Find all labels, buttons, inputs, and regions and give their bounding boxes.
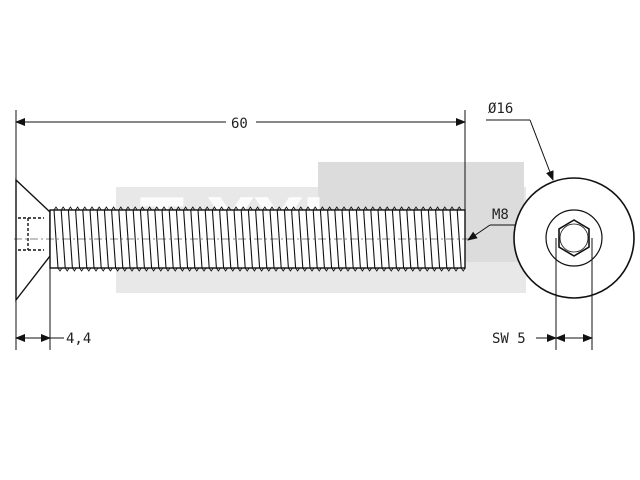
thread-crest: [449, 206, 459, 272]
thread-line: [219, 209, 225, 269]
thread-crest: [284, 206, 293, 272]
dimension-thread: [467, 224, 516, 241]
thread-crest: [60, 206, 70, 272]
thread-crest: [111, 206, 120, 272]
thread-crest: [190, 206, 200, 272]
thread-crest: [262, 206, 272, 272]
head-diameter-label: Ø16: [488, 101, 513, 117]
thread-line: [377, 209, 383, 269]
thread-crest: [420, 206, 430, 272]
thread-crest: [305, 206, 315, 272]
thread-crest: [219, 206, 228, 272]
thread-crest: [320, 206, 329, 272]
thread-crest: [456, 206, 466, 272]
thread-crest: [197, 206, 207, 272]
thread-crest: [392, 206, 401, 272]
thread-crest: [435, 206, 444, 272]
thread-crest: [140, 206, 149, 272]
screw-side-view: [14, 178, 470, 303]
thread-line: [89, 209, 95, 269]
thread-label: M8: [492, 207, 509, 223]
thread-line: [197, 209, 203, 269]
thread-crest: [334, 206, 344, 272]
thread-crest: [276, 206, 286, 272]
thread-crest: [154, 206, 164, 272]
thread-line: [233, 209, 239, 269]
hex-socket-icon: [558, 219, 590, 257]
thread-line: [456, 209, 462, 269]
screw-head: [15, 178, 51, 303]
thread-line: [211, 209, 217, 269]
thread-crest: [125, 206, 135, 272]
thread-crest: [248, 206, 257, 272]
thread-crest: [176, 206, 185, 272]
dimension-socket: [536, 238, 593, 350]
thread-crest: [413, 206, 423, 272]
thread-crest: [68, 206, 77, 272]
thread-crest: [53, 206, 63, 272]
thread-line: [341, 209, 347, 269]
thread-crest: [212, 206, 221, 272]
thread-crest: [312, 206, 322, 272]
screw-top-view: [513, 177, 635, 299]
thread-crest: [147, 206, 156, 272]
thread-line: [442, 209, 448, 269]
thread-crest: [377, 206, 387, 272]
head-height-label: 4,4: [66, 331, 91, 347]
thread-crest: [291, 206, 300, 272]
thread-crest: [183, 206, 192, 272]
thread-crest: [298, 206, 308, 272]
thread-crest: [226, 206, 236, 272]
thread-crest: [442, 206, 452, 272]
thread-crest: [161, 206, 171, 272]
thread-crest: [89, 206, 99, 272]
thread-crest: [341, 206, 351, 272]
thread-line: [298, 209, 304, 269]
thread-crest: [348, 206, 358, 272]
thread-crest: [75, 206, 84, 272]
thread-line: [262, 209, 268, 269]
dimension-head-diameter: [486, 119, 554, 181]
thread-crest: [356, 206, 365, 272]
thread-line: [53, 209, 59, 269]
thread-crest: [370, 206, 380, 272]
thread-crest: [82, 206, 92, 272]
thread-crest: [168, 206, 178, 272]
thread-crest: [204, 206, 214, 272]
thread-line: [276, 209, 282, 269]
thread-crest: [363, 206, 372, 272]
thread-line: [154, 209, 160, 269]
thread-crest: [384, 206, 394, 272]
thread-line: [312, 209, 318, 269]
thread-crest: [255, 206, 264, 272]
thread-crest: [132, 206, 142, 272]
thread-crest: [118, 206, 128, 272]
thread-line: [118, 209, 124, 269]
thread-crest: [428, 206, 437, 272]
thread-line: [168, 209, 174, 269]
thread-crest: [96, 206, 106, 272]
dimension-head-height: [15, 256, 64, 350]
thread-crest: [104, 206, 113, 272]
thread-line: [355, 209, 361, 269]
thread-crest: [399, 206, 408, 272]
thread-crest: [240, 206, 250, 272]
thread-line: [363, 209, 369, 269]
length-label: 60: [231, 116, 248, 132]
thread-crest: [269, 206, 279, 272]
thread-crest: [233, 206, 243, 272]
thread-line: [420, 209, 426, 269]
socket-label: SW 5: [492, 331, 526, 347]
thread-crest: [406, 206, 416, 272]
thread-line: [406, 209, 412, 269]
thread-line: [132, 209, 138, 269]
thread-crest: [327, 206, 336, 272]
thread-line: [67, 209, 73, 269]
thread-line: [75, 209, 81, 269]
